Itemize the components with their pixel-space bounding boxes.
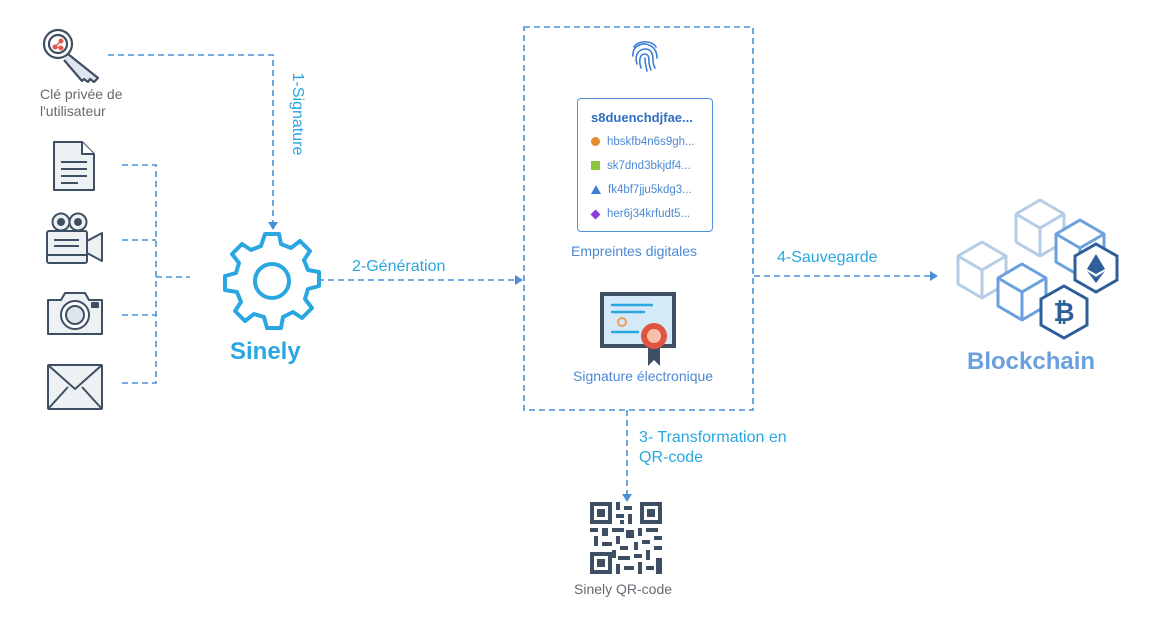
fingerprint-row-text: her6j34krfudt5... <box>607 208 691 220</box>
generation-arrowhead <box>515 275 523 285</box>
fingerprint-row: her6j34krfudt5... <box>590 208 691 220</box>
certificate-icon <box>600 292 676 366</box>
fingerprint-row-text: hbskfb4n6s9gh... <box>607 136 695 148</box>
qr-code-icon <box>590 502 662 574</box>
fingerprint-row: hbskfb4n6s9gh... <box>591 136 695 148</box>
fingerprint-row-text: fk4bf7jju5kdg3... <box>608 184 692 196</box>
video-camera-icon <box>46 212 103 264</box>
blockchain-icon: ₿ <box>956 198 1119 340</box>
step-transformation-label: 3- Transformation en QR-code <box>639 428 787 468</box>
triangle-marker-icon <box>591 185 601 194</box>
step-signature-label: 1-Signature <box>289 72 306 156</box>
fingerprint-row-text: sk7dnd3bkjdf4... <box>607 160 691 172</box>
step-generation-label: 2-Génération <box>352 258 446 275</box>
private-key-icon <box>42 28 100 84</box>
sauvegarde-arrowhead <box>930 271 938 281</box>
fingerprints-label: Empreintes digitales <box>571 243 698 259</box>
step-transformation-line1: 3- Transformation en <box>639 429 787 446</box>
private-key-label-line2: l'utilisateur <box>40 103 106 119</box>
signature-connector <box>108 54 274 222</box>
blockchain-label: Blockchain <box>967 348 1096 375</box>
fingerprint-row: sk7dnd3bkjdf4... <box>591 160 691 172</box>
camera-icon <box>47 292 103 335</box>
fingerprint-row: fk4bf7jju5kdg3... <box>591 184 692 196</box>
signature-arrowhead <box>268 222 278 230</box>
step-sauvegarde-label: 4-Sauvegarde <box>777 249 878 266</box>
diamond-marker-icon <box>590 209 601 220</box>
step-transformation-line2: QR-code <box>639 449 704 466</box>
qr-code-label: Sinely QR-code <box>574 581 673 597</box>
square-marker-icon <box>591 161 600 170</box>
private-key-label: Clé privée de l'utilisateur <box>40 86 123 120</box>
gear-icon <box>223 232 321 330</box>
electronic-signature-label: Signature électronique <box>573 368 714 384</box>
fingerprint-title: s8duenchdjfae... <box>591 110 693 125</box>
document-icon <box>53 141 95 191</box>
envelope-icon <box>47 364 103 410</box>
fingerprint-icon <box>632 40 658 72</box>
process-box <box>523 26 754 411</box>
transformation-arrowhead <box>622 494 632 502</box>
sinely-label: Sinely <box>230 338 301 365</box>
circle-marker-icon <box>591 137 600 146</box>
documents-bracket <box>122 164 190 384</box>
private-key-label-line1: Clé privée de <box>40 86 123 102</box>
svg-text:₿: ₿ <box>1053 298 1074 328</box>
